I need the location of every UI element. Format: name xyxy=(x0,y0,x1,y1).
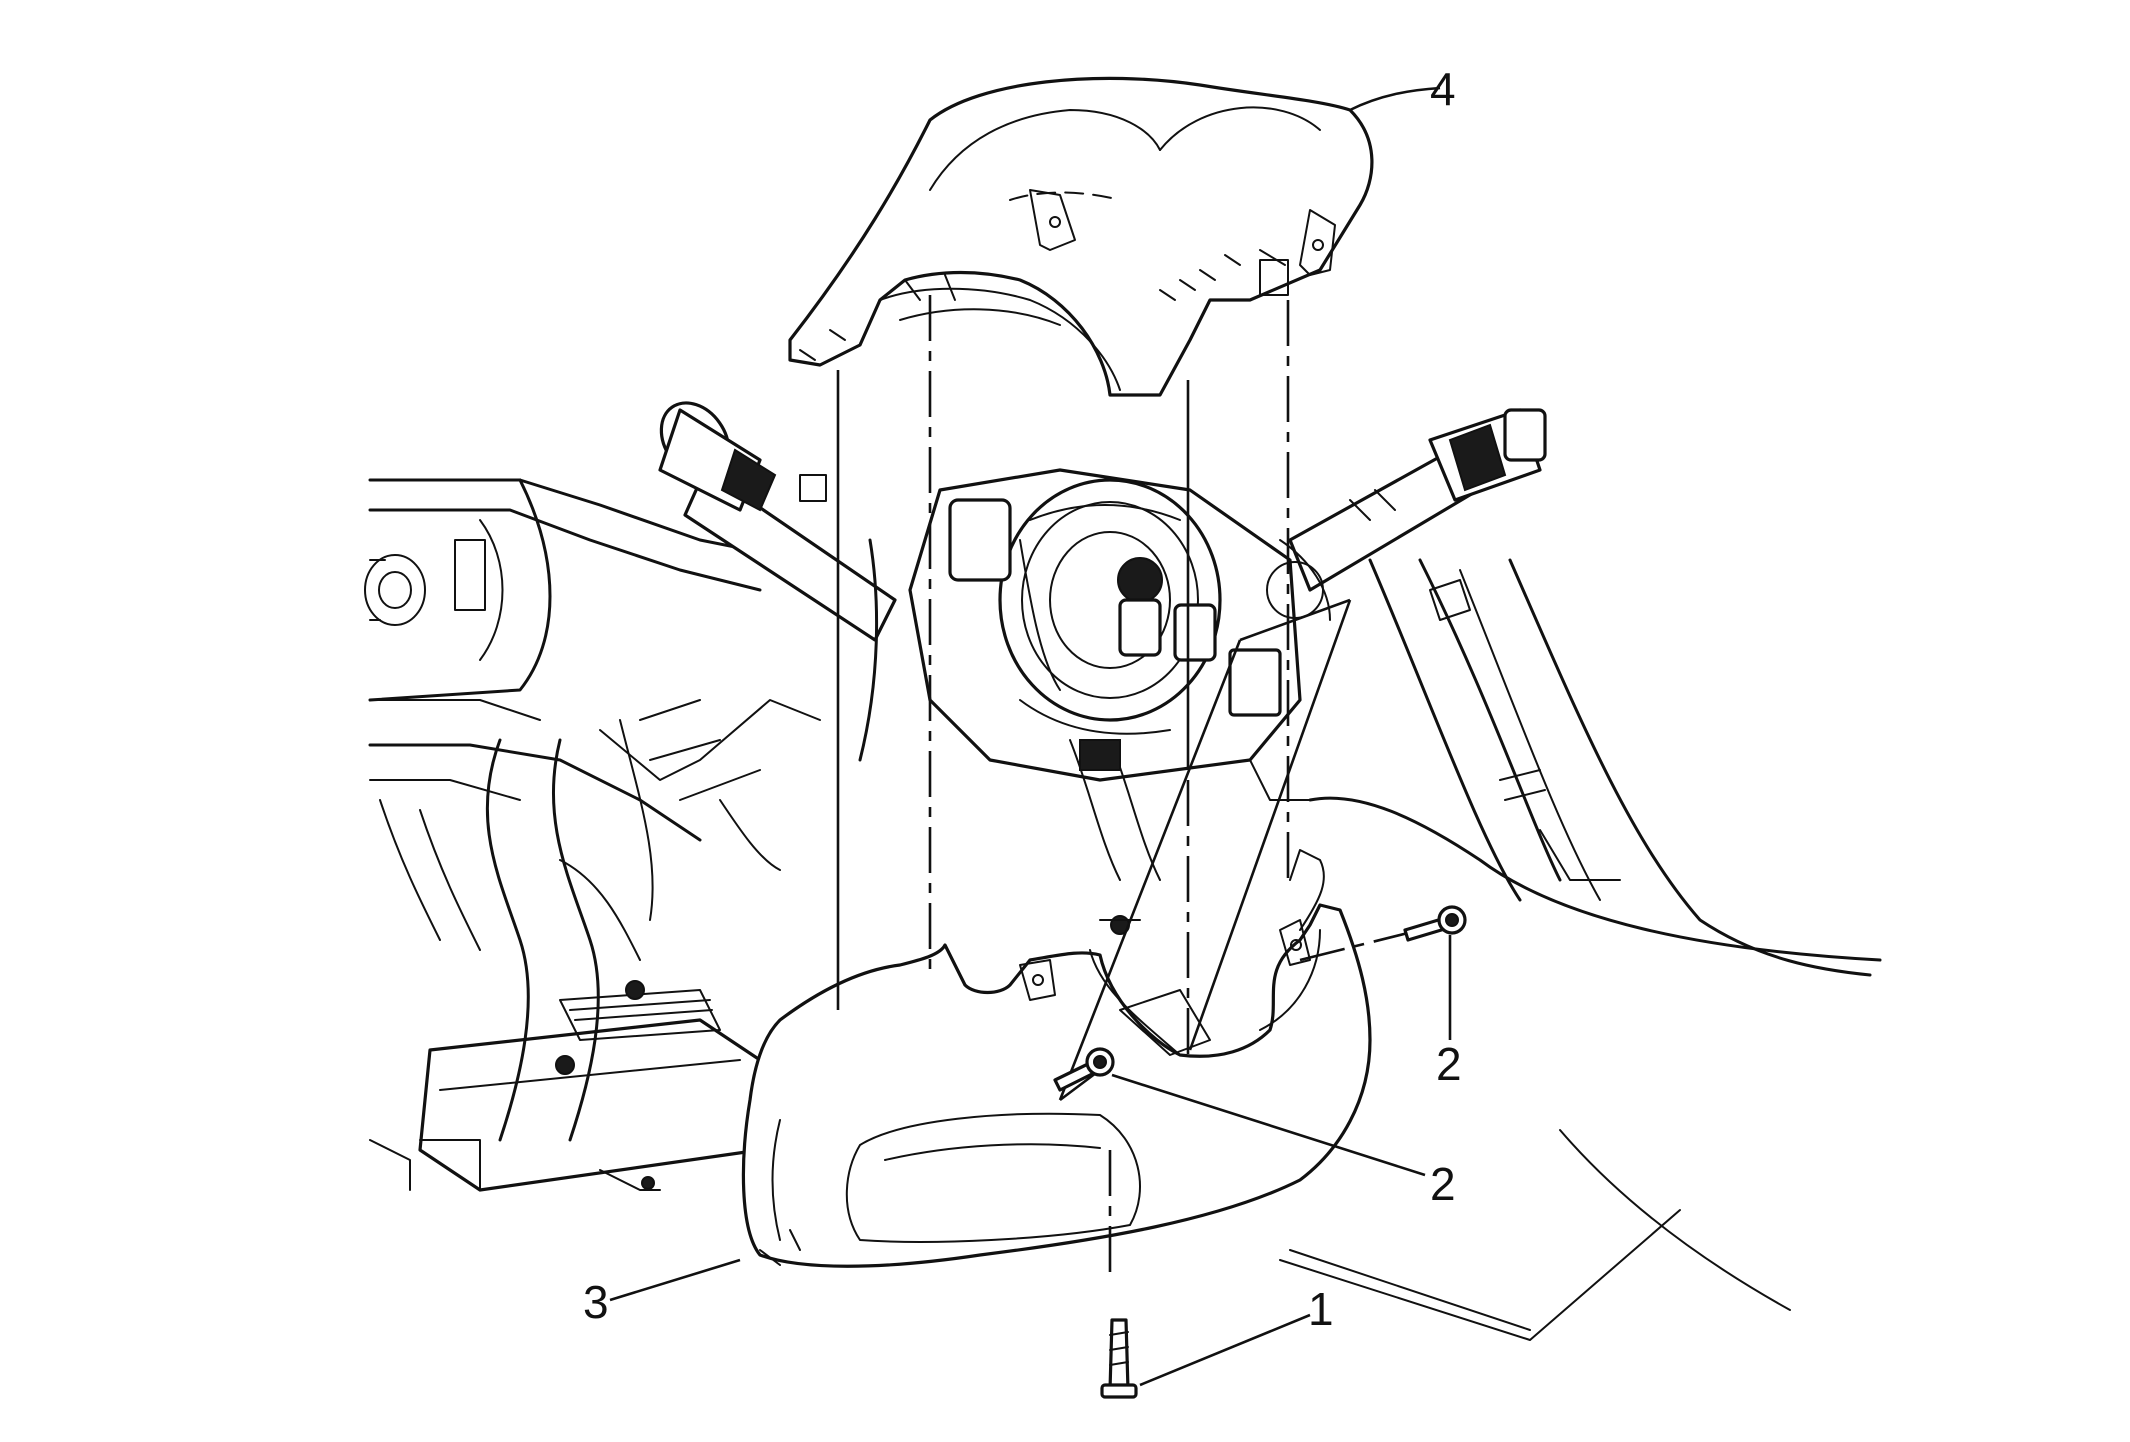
screw-1 xyxy=(1100,1318,1138,1399)
callout-4: 4 xyxy=(1430,63,1456,115)
callout-2-lower: 2 xyxy=(1430,1158,1456,1210)
pillar-trim xyxy=(1279,558,1882,1341)
steering-column-core xyxy=(858,468,1331,881)
leader-lines xyxy=(609,86,1452,1387)
wiper-switch xyxy=(1288,408,1547,592)
screw-2-upper xyxy=(1403,905,1467,942)
screw-2-lower xyxy=(1053,1047,1115,1092)
alignment-guides xyxy=(836,295,1441,1275)
callout-1: 1 xyxy=(1308,1283,1334,1335)
upper-column-cover xyxy=(788,76,1374,397)
lower-bracket xyxy=(369,719,762,1192)
callout-2-upper: 2 xyxy=(1436,1038,1462,1090)
turn-signal-switch xyxy=(658,401,897,642)
instrument-panel xyxy=(364,478,821,961)
callout-3: 3 xyxy=(583,1276,609,1328)
